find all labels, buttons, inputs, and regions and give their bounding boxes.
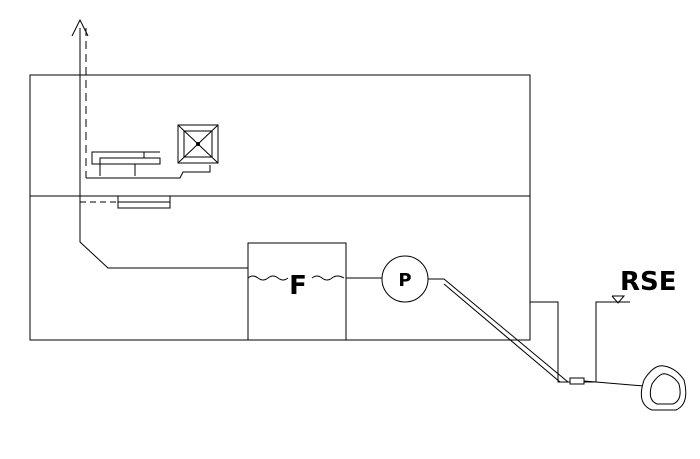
fixture-upper — [91, 151, 161, 176]
sewer-pipe-icon — [640, 365, 687, 411]
reference-level-marker-icon — [611, 295, 626, 304]
reference-level-label: RSE — [620, 267, 677, 297]
vent-pipe — [79, 28, 248, 269]
fixture-lower — [117, 195, 171, 209]
filter-box — [247, 242, 347, 341]
diffuser-icon — [177, 124, 219, 164]
upper-drain — [86, 165, 211, 179]
outlet-pipe — [583, 380, 645, 387]
filter-label: F — [289, 271, 307, 301]
check-valve — [569, 377, 585, 385]
pump-label: P — [398, 270, 411, 291]
filter-wave-left — [247, 275, 289, 281]
external-chamber — [530, 301, 630, 383]
vent-arrow-icon — [71, 18, 89, 37]
discharge-pipe-inner — [443, 283, 561, 383]
filter-wave-right — [311, 275, 345, 281]
discharge-pipe — [428, 278, 578, 383]
